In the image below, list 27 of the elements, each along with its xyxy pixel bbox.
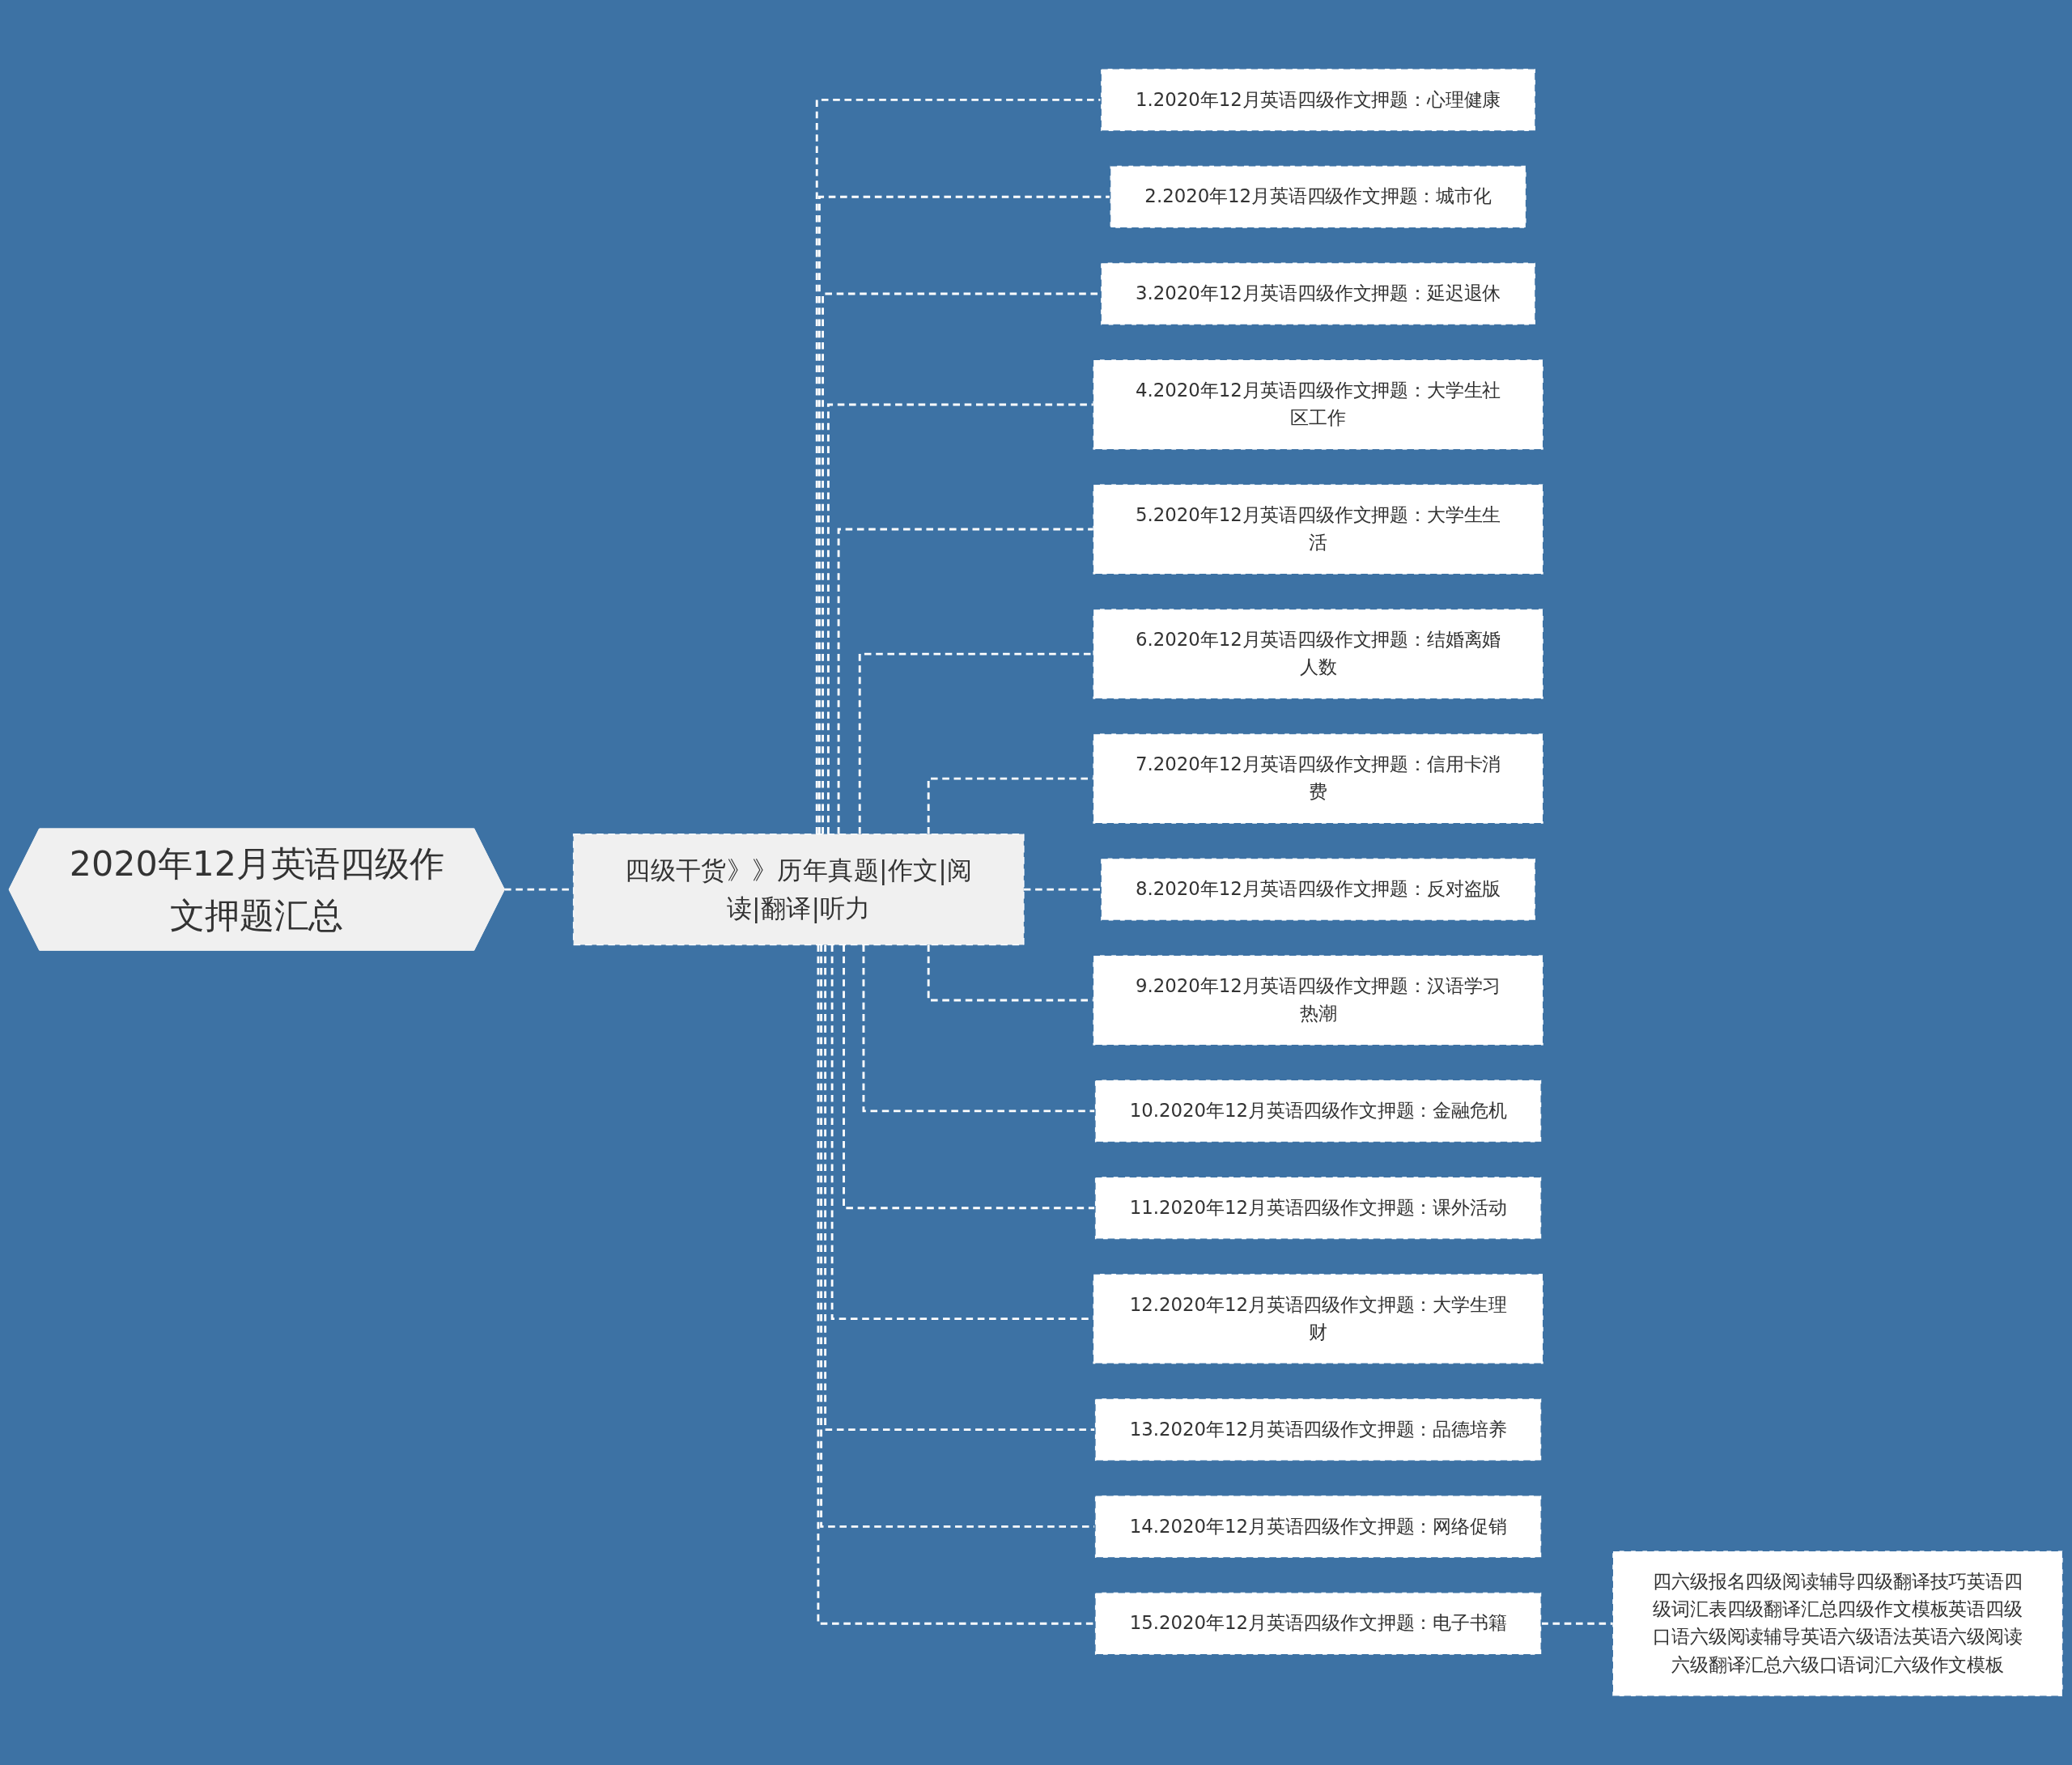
node-box: 12.2020年12月英语四级作文押题：大学生理财 — [1092, 1273, 1544, 1364]
node-box: 3.2020年12月英语四级作文押题：延迟退休 — [1100, 261, 1536, 326]
connector — [826, 403, 1093, 834]
connector — [824, 944, 1095, 1432]
connector — [820, 944, 1095, 1528]
node-box: 2.2020年12月英语四级作文押题：城市化 — [1109, 165, 1527, 229]
connector — [815, 99, 1102, 834]
connector — [817, 944, 1095, 1625]
connector — [862, 944, 1095, 1113]
node-box: 5.2020年12月英语四级作文押题：大学生生活 — [1092, 483, 1544, 575]
connector — [817, 195, 1110, 834]
node-box: 4.2020年12月英语四级作文押题：大学生社区工作 — [1092, 359, 1544, 451]
node-box: 15.2020年12月英语四级作文押题：电子书籍 — [1094, 1592, 1542, 1656]
node-box: 13.2020年12月英语四级作文押题：品德培养 — [1094, 1398, 1542, 1462]
node-box: 7.2020年12月英语四级作文押题：信用卡消费 — [1092, 732, 1544, 825]
node-box: 9.2020年12月英语四级作文押题：汉语学习热潮 — [1092, 954, 1544, 1046]
node-box: 14.2020年12月英语四级作文押题：网络促销 — [1094, 1495, 1542, 1559]
node-box: 8.2020年12月英语四级作文押题：反对盗版 — [1100, 857, 1536, 922]
connector — [837, 528, 1093, 834]
connector — [830, 944, 1093, 1321]
node-box: 四六级报名四级阅读辅导四级翻译技巧英语四级词汇表四级翻译汇总四级作文模板英语四级口语六级阅读辅导英语六级语法英语六级阅读六级翻译汇总六级口语词汇六级作文模板 — [1611, 1550, 2064, 1697]
node-box: 6.2020年12月英语四级作文押题：结婚离婚人数 — [1092, 608, 1544, 700]
node-box: 1.2020年12月英语四级作文押题：心理健康 — [1100, 68, 1536, 132]
node-box: 10.2020年12月英语四级作文押题：金融危机 — [1094, 1079, 1542, 1143]
node-box: 11.2020年12月英语四级作文押题：课外活动 — [1094, 1176, 1542, 1240]
node-box: 四级干货》》历年真题|作文|阅读|翻译|听力 — [572, 833, 1025, 946]
connector — [843, 944, 1095, 1210]
